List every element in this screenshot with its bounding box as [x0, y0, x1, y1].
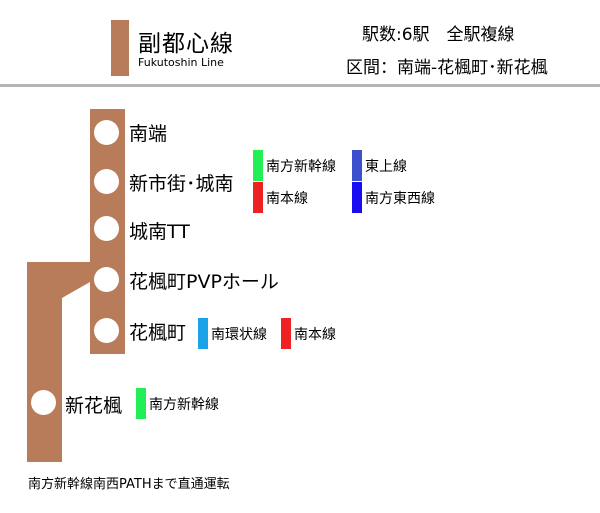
transfer-color-bar [253, 182, 263, 213]
station-marker [94, 169, 119, 194]
transfer-line-name: 南方新幹線 [266, 159, 336, 175]
station-marker [94, 318, 119, 343]
station-marker [94, 120, 119, 145]
transfer-color-bar [253, 150, 263, 181]
transfer-line-name: 南方東西線 [365, 191, 435, 207]
station-name: 城南TT [129, 221, 190, 243]
transfer-color-bar [352, 150, 362, 181]
line-name: 副都心線 [138, 31, 234, 57]
header-divider [0, 84, 600, 87]
transfer-line-name: 南本線 [294, 327, 336, 343]
station-count-info: 駅数:6駅 全駅複線 [362, 25, 515, 45]
station-name: 南端 [129, 123, 168, 145]
station-marker [94, 216, 119, 241]
transfer-color-bar [352, 182, 362, 213]
transfer-color-bar [198, 318, 208, 349]
line-color-badge [111, 20, 129, 76]
station-name: 新市街･城南 [129, 173, 234, 195]
station-name: 花楓町 [129, 322, 187, 344]
branch-track [27, 262, 62, 462]
transfer-color-bar [136, 388, 146, 419]
station-name: 花楓町PVPホール [129, 271, 279, 293]
station-marker [94, 267, 119, 292]
through-service-note: 南方新幹線南西PATHまで直通運転 [28, 477, 230, 492]
line-name-english: Fukutoshin Line [138, 56, 224, 69]
station-marker [31, 390, 56, 415]
transfer-color-bar [281, 318, 291, 349]
station-name: 新花楓 [65, 395, 123, 417]
section-info: 区間：南端-花楓町･新花楓 [346, 58, 548, 78]
transfer-line-name: 南環状線 [211, 327, 267, 343]
transfer-line-name: 南方新幹線 [149, 397, 219, 413]
transfer-line-name: 東上線 [365, 159, 407, 175]
transfer-line-name: 南本線 [266, 191, 308, 207]
